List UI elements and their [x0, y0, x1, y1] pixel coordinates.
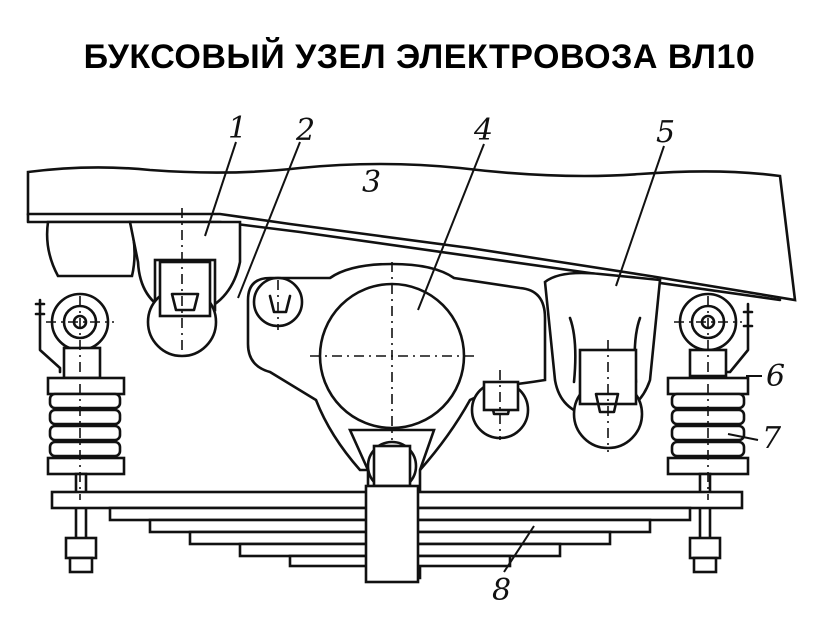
bogie-frame — [26, 162, 797, 302]
right-coil-spring — [670, 392, 746, 458]
callout-2: 2 — [295, 113, 315, 148]
left-coil-spring — [48, 392, 122, 458]
callout-5: 5 — [656, 115, 675, 150]
leader-lines — [204, 141, 762, 573]
callout-8: 8 — [492, 573, 511, 608]
callout-3: 3 — [362, 165, 381, 200]
diagram-title: БУКСОВЫЙ УЗЕЛ ЭЛЕКТРОВОЗА ВЛ10 — [83, 38, 756, 76]
left-frame-bracket — [45, 220, 136, 278]
center-lines — [46, 208, 742, 500]
callout-4: 4 — [473, 113, 493, 148]
callout-7: 7 — [762, 421, 782, 456]
callout-1: 1 — [228, 111, 247, 146]
callout-6: 6 — [766, 359, 785, 394]
